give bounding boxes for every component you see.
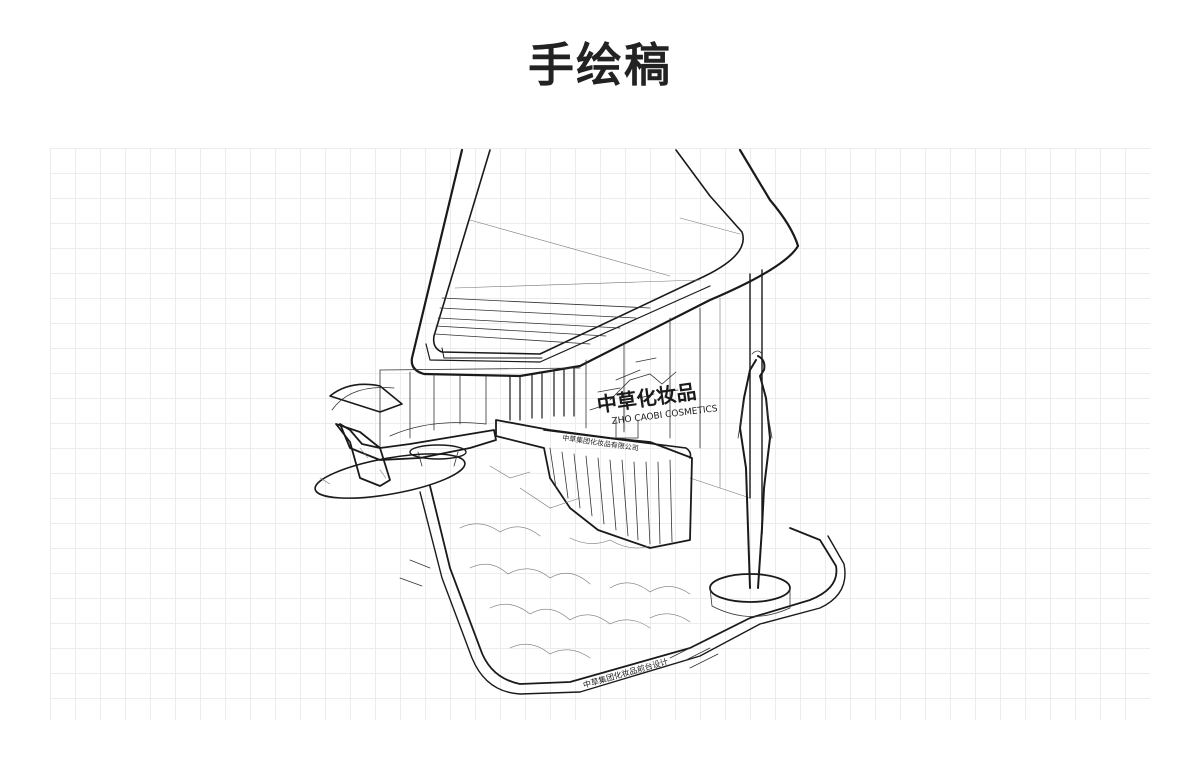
- sketch-image-frame: 中草化妆品 ZHO CAOBI COSMETICS 中草集团化妆品有限公司: [50, 148, 1150, 720]
- ceiling-soffit: [410, 148, 800, 535]
- page-title: 手绘稿: [528, 38, 672, 92]
- reception-hand-sketch: 中草化妆品 ZHO CAOBI COSMETICS 中草集团化妆品有限公司: [314, 148, 846, 695]
- lounge-area: [314, 383, 497, 499]
- logo-wall: 中草化妆品 ZHO CAOBI COSMETICS: [589, 357, 718, 431]
- floor-caption: 中草集团化妆品前台设计: [582, 656, 669, 690]
- back-wall-panels: [379, 297, 751, 499]
- reception-counter: 中草集团化妆品有限公司: [495, 419, 693, 549]
- sculpture-figure: [709, 350, 791, 617]
- floor-area: 中草集团化妆品前台设计: [399, 465, 846, 695]
